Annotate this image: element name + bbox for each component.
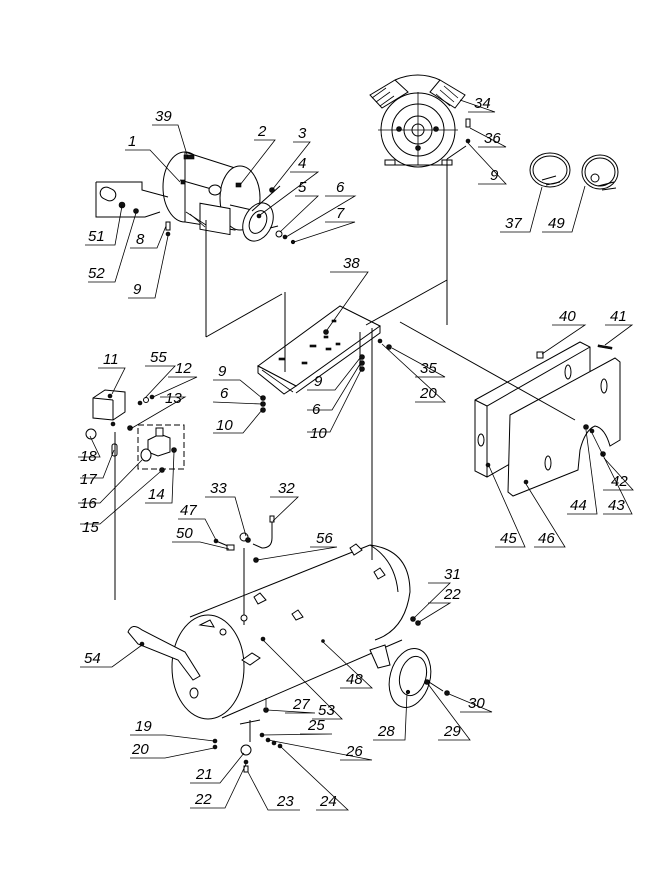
label-6: 6	[336, 179, 345, 196]
label-31: 31	[444, 566, 461, 583]
label-35: 35	[420, 360, 437, 377]
capacitor-assembly	[95, 181, 169, 218]
part-labels: 39 1 2 3 4 5 6 7 8 9 51 52 34 36 9 37 49…	[80, 95, 628, 810]
label-9: 9	[133, 281, 142, 298]
label-22: 22	[194, 791, 212, 808]
label-23: 23	[276, 793, 294, 810]
label-6: 6	[312, 401, 321, 418]
label-34: 34	[474, 95, 491, 112]
label-10: 10	[216, 417, 233, 434]
label-1: 1	[128, 133, 136, 150]
label-28: 28	[377, 723, 395, 740]
label-27: 27	[292, 696, 310, 713]
label-56: 56	[316, 530, 333, 547]
label-2: 2	[257, 123, 267, 140]
belt-guard	[399, 321, 621, 497]
pulley-assembly	[165, 185, 296, 245]
base-plate	[205, 220, 448, 560]
label-19: 19	[135, 718, 152, 735]
label-22: 22	[443, 586, 461, 603]
label-29: 29	[443, 723, 461, 740]
label-50: 50	[176, 525, 193, 542]
label-8: 8	[136, 231, 145, 248]
check-valve-assembly	[213, 515, 275, 625]
label-25: 25	[307, 717, 325, 734]
label-46: 46	[538, 530, 555, 547]
label-26: 26	[345, 743, 363, 760]
label-9: 9	[218, 363, 227, 380]
label-9: 9	[314, 373, 323, 390]
label-4: 4	[298, 155, 306, 172]
label-52: 52	[88, 265, 105, 282]
label-41: 41	[610, 308, 627, 325]
label-17: 17	[80, 471, 97, 488]
label-54: 54	[84, 650, 101, 667]
label-11: 11	[103, 351, 119, 368]
label-40: 40	[559, 308, 576, 325]
label-49: 49	[548, 215, 565, 232]
label-14: 14	[148, 486, 165, 503]
label-45: 45	[500, 530, 517, 547]
label-51: 51	[88, 228, 105, 245]
label-24: 24	[319, 793, 337, 810]
pump-head	[369, 74, 471, 325]
label-3: 3	[298, 125, 307, 142]
label-55: 55	[150, 349, 167, 366]
label-21: 21	[195, 766, 213, 783]
label-18: 18	[80, 448, 97, 465]
label-39: 39	[155, 108, 172, 125]
label-7: 7	[336, 205, 345, 222]
label-5: 5	[298, 179, 307, 196]
label-13: 13	[165, 390, 182, 407]
label-20: 20	[419, 385, 437, 402]
label-20: 20	[131, 741, 149, 758]
label-44: 44	[570, 497, 587, 514]
label-37: 37	[505, 215, 522, 232]
label-36: 36	[484, 130, 501, 147]
label-10: 10	[310, 425, 327, 442]
label-47: 47	[180, 502, 197, 519]
label-16: 16	[80, 495, 97, 512]
leader-lines	[78, 99, 634, 811]
pressure-switch-assembly	[85, 389, 185, 600]
label-32: 32	[278, 480, 295, 497]
label-6: 6	[220, 385, 229, 402]
label-48: 48	[346, 671, 363, 688]
label-43: 43	[608, 497, 625, 514]
label-12: 12	[175, 360, 192, 377]
label-33: 33	[210, 480, 227, 497]
label-15: 15	[82, 519, 99, 536]
wheel-assembly	[388, 648, 450, 708]
label-53: 53	[318, 702, 335, 719]
label-30: 30	[468, 695, 485, 712]
motor-assembly	[162, 151, 261, 236]
label-38: 38	[343, 255, 360, 272]
label-42: 42	[611, 473, 628, 490]
coiled-pipes	[529, 152, 619, 191]
label-9: 9	[490, 167, 499, 184]
air-tank	[127, 543, 421, 773]
